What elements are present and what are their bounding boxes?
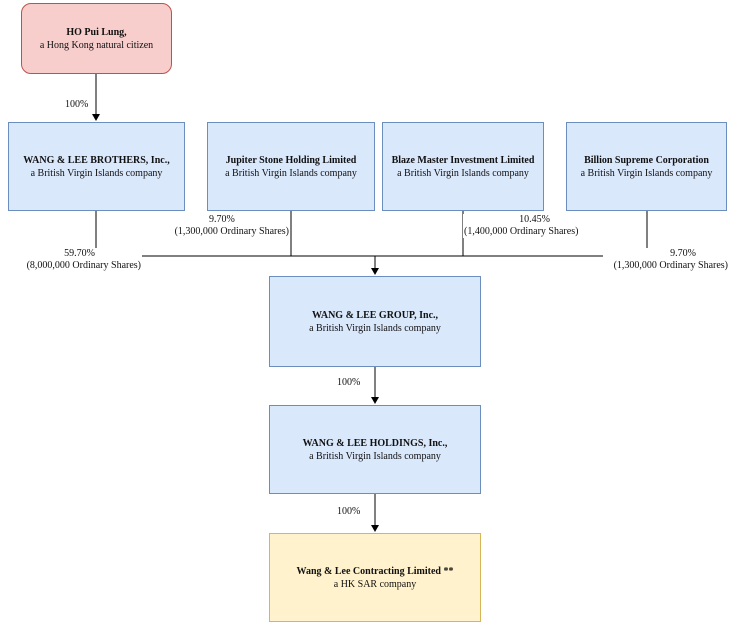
node-holdings-sub: a British Virgin Islands company <box>309 450 441 462</box>
node-ho-name: HO Pui Lung, <box>66 26 127 38</box>
node-blaze-sub: a British Virgin Islands company <box>397 167 529 179</box>
edge-label-jupiter-pct: 9.70% <box>209 214 235 225</box>
edge-label-blaze-group: 10.45% (1,400,000 Ordinary Shares) <box>463 214 589 238</box>
edge-label-brothers-pct: 59.70% <box>64 248 95 259</box>
node-brothers-sub: a British Virgin Islands company <box>30 167 163 179</box>
node-contracting-name: Wang & Lee Contracting Limited ** <box>296 565 454 577</box>
edge-label-group-holdings-pct: 100% <box>336 377 362 389</box>
node-jupiter-sub: a British Virgin Islands company <box>225 167 357 179</box>
edge-label-blaze-pct: 10.45% <box>519 214 550 225</box>
edge-label-jupiter-group: 9.70% (1,300,000 Ordinary Shares) <box>163 214 290 238</box>
edge-label-holdings-contracting-pct: 100% <box>336 506 362 518</box>
node-group-sub: a British Virgin Islands company <box>309 322 441 334</box>
node-ho-sub: a Hong Kong natural citizen <box>39 39 154 51</box>
node-blaze-master: Blaze Master Investment Limited a Britis… <box>382 122 544 211</box>
edge-label-brothers-group: 59.70% (8,000,000 Ordinary Shares) <box>20 248 142 272</box>
node-brothers-name: WANG & LEE BROTHERS, Inc., <box>23 154 170 166</box>
node-group-name: WANG & LEE GROUP, Inc., <box>311 309 439 321</box>
node-ho-pui-lung: HO Pui Lung, a Hong Kong natural citizen <box>21 3 172 74</box>
node-billion-supreme: Billion Supreme Corporation a British Vi… <box>566 122 727 211</box>
node-billion-name: Billion Supreme Corporation <box>584 154 709 166</box>
node-billion-sub: a British Virgin Islands company <box>580 167 713 179</box>
edge-label-brothers-shares: (8,000,000 Ordinary Shares) <box>26 260 141 271</box>
node-wang-lee-group: WANG & LEE GROUP, Inc., a British Virgin… <box>269 276 481 367</box>
node-jupiter-stone: Jupiter Stone Holding Limited a British … <box>207 122 375 211</box>
node-jupiter-name: Jupiter Stone Holding Limited <box>225 154 357 166</box>
node-holdings-name: WANG & LEE HOLDINGS, Inc., <box>302 437 448 449</box>
node-blaze-name: Blaze Master Investment Limited <box>391 154 535 166</box>
node-wang-lee-contracting: Wang & Lee Contracting Limited ** a HK S… <box>269 533 481 622</box>
edge-label-billion-pct: 9.70% <box>670 248 696 259</box>
edge-label-billion-group: 9.70% (1,300,000 Ordinary Shares) <box>603 248 729 272</box>
node-wang-lee-brothers: WANG & LEE BROTHERS, Inc., a British Vir… <box>8 122 185 211</box>
edge-label-ho-brothers-pct: 100% <box>64 99 90 111</box>
edge-label-jupiter-shares: (1,300,000 Ordinary Shares) <box>174 226 289 237</box>
edge-label-billion-shares: (1,300,000 Ordinary Shares) <box>613 260 728 271</box>
edge-label-blaze-shares: (1,400,000 Ordinary Shares) <box>464 226 579 237</box>
node-wang-lee-holdings: WANG & LEE HOLDINGS, Inc., a British Vir… <box>269 405 481 494</box>
node-contracting-sub: a HK SAR company <box>333 578 417 590</box>
